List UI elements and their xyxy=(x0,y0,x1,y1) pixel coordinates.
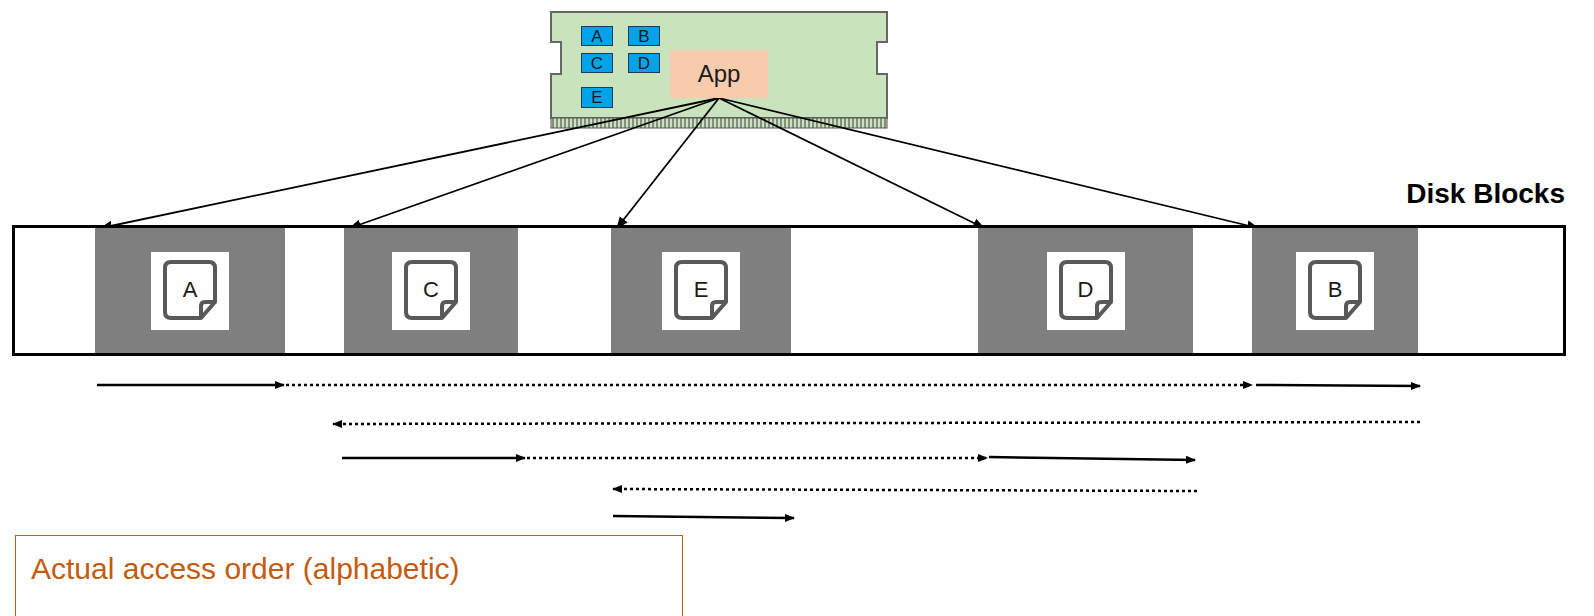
access-arrow xyxy=(350,98,719,228)
chip-label: E xyxy=(591,89,602,106)
memory-chip: D xyxy=(628,53,660,73)
file-icon: C xyxy=(392,252,470,330)
file-letter: B xyxy=(1328,277,1343,303)
file-icon: E xyxy=(662,252,740,330)
access-arrow xyxy=(617,98,719,228)
memory-chip: A xyxy=(581,26,613,46)
disk-strip: Disk BlocksACEDB xyxy=(12,225,1566,356)
app-box: App xyxy=(670,50,768,98)
memory-module xyxy=(551,12,887,118)
file-icon: A xyxy=(151,252,229,330)
file-letter: C xyxy=(423,277,439,303)
app-label: App xyxy=(698,60,741,88)
disk-block: A xyxy=(95,228,285,353)
file-letter: E xyxy=(694,277,709,303)
disk-heading: Disk Blocks xyxy=(1406,178,1565,210)
memory-chip: C xyxy=(581,53,613,73)
chip-label: B xyxy=(638,28,649,45)
disk-block: E xyxy=(611,228,791,353)
disk-block: B xyxy=(1252,228,1418,353)
chip-label: C xyxy=(591,55,603,72)
memory-chip: B xyxy=(628,26,660,46)
file-icon: D xyxy=(1047,252,1125,330)
chip-label: D xyxy=(638,55,650,72)
disk-block: D xyxy=(978,228,1193,353)
caption-text: Actual access order (alphabetic) xyxy=(31,552,460,585)
caption-box: Actual access order (alphabetic) xyxy=(15,535,683,616)
file-letter: D xyxy=(1078,277,1094,303)
seek-arrows xyxy=(97,385,1420,518)
chip-label: A xyxy=(591,28,602,45)
memory-chip: E xyxy=(581,87,613,108)
file-icon: B xyxy=(1296,252,1374,330)
file-letter: A xyxy=(183,277,198,303)
disk-block: C xyxy=(344,228,518,353)
access-arrow xyxy=(719,98,984,228)
access-arrow xyxy=(101,98,719,228)
access-arrow xyxy=(719,98,1258,228)
